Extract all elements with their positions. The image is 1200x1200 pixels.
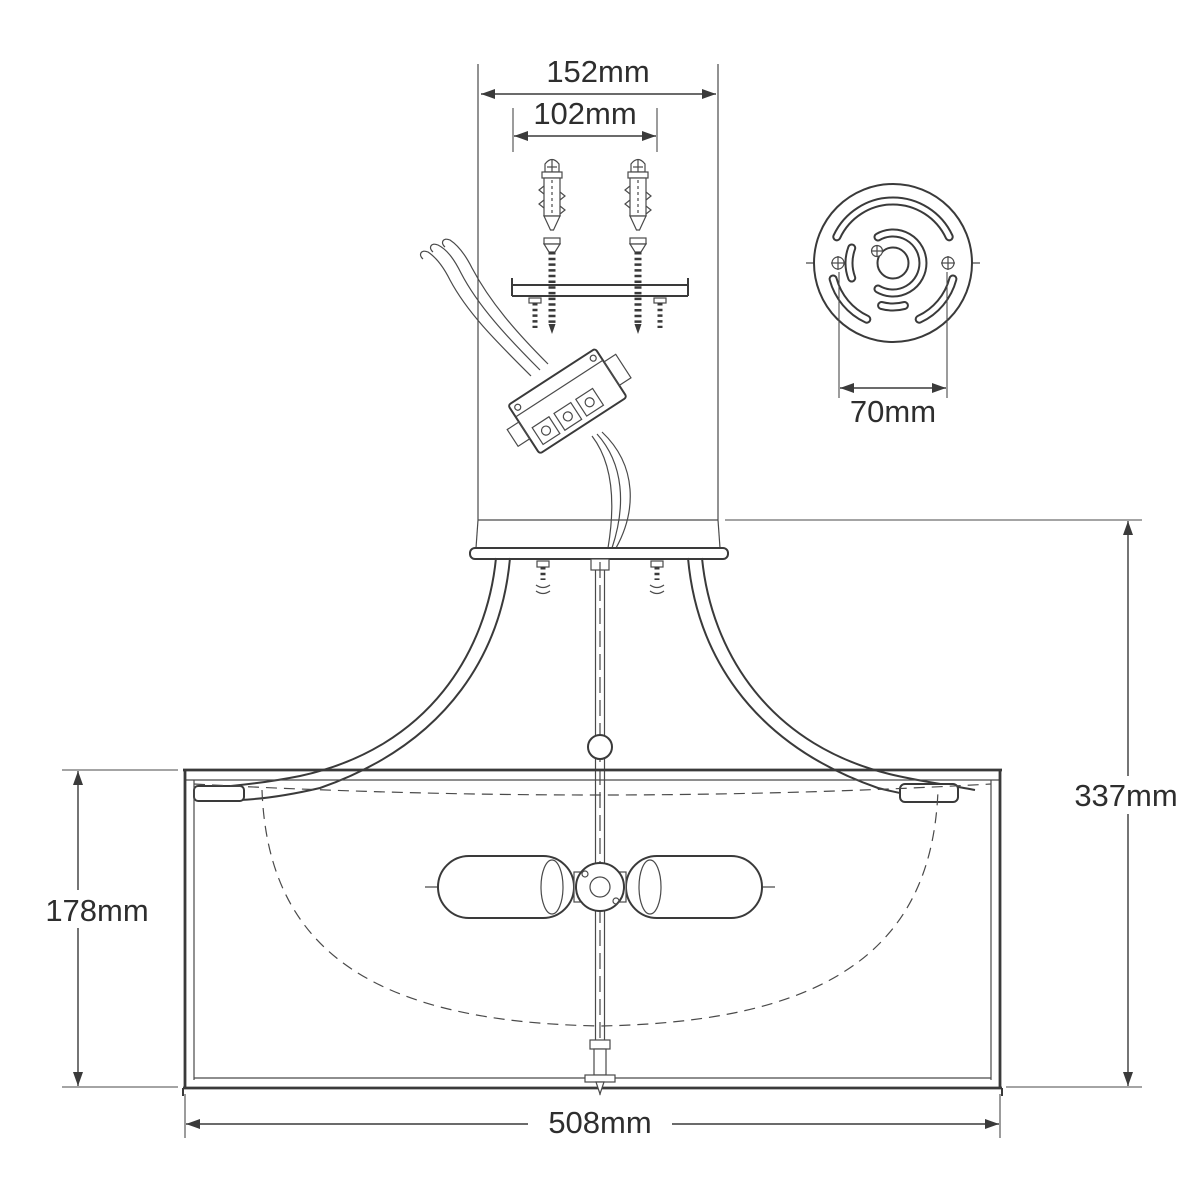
wall-anchor-left [538,158,566,231]
mounting-screw-left [542,237,562,334]
bottom-finial [584,1039,616,1096]
canopy-bolt-right [649,560,665,595]
dim-70-label: 70mm [850,394,936,429]
canopy [469,519,729,595]
arm-bracket-left [193,785,245,802]
bar-screw-left [528,297,542,328]
center-rod [587,562,613,1095]
bar-screw-right [653,297,667,328]
wall-anchor-right [624,158,652,231]
mounting-screw-right [628,237,648,334]
dim-508-label: 508mm [548,1105,651,1140]
diffuser-bowl-dashed [261,789,939,1027]
bulb-right [625,855,763,919]
supply-wires [419,238,549,377]
dim-178-label: 178mm [45,893,148,928]
diffuser-top-dashed [193,783,992,796]
dimension-bracket-width: 152mm [481,54,716,99]
drum-shade [182,768,1003,1096]
arm-bracket-right [899,783,959,803]
mounting-bracket-outline [477,64,719,520]
fixture-wires [591,431,631,549]
dimension-shade-diameter: 508mm [184,1094,1001,1144]
rod-ball [587,734,613,760]
dimension-plate-diameter: 70mm [838,272,948,429]
mounting-plate-detail [806,183,980,343]
dimension-shade-height: 178mm [36,769,178,1088]
dimension-total-height: 337mm [725,519,1190,1088]
support-arms [193,557,976,803]
canopy-bolt-left [535,560,551,595]
dim-337-label: 337mm [1074,778,1177,813]
bulb-cluster [425,855,775,919]
dim-152-label: 152mm [546,54,649,89]
dimension-anchor-spacing: 102mm [512,96,658,152]
bulb-left [437,855,575,919]
dim-102-label: 102mm [533,96,636,131]
mounting-bar [511,278,689,297]
junction-box [506,348,632,454]
